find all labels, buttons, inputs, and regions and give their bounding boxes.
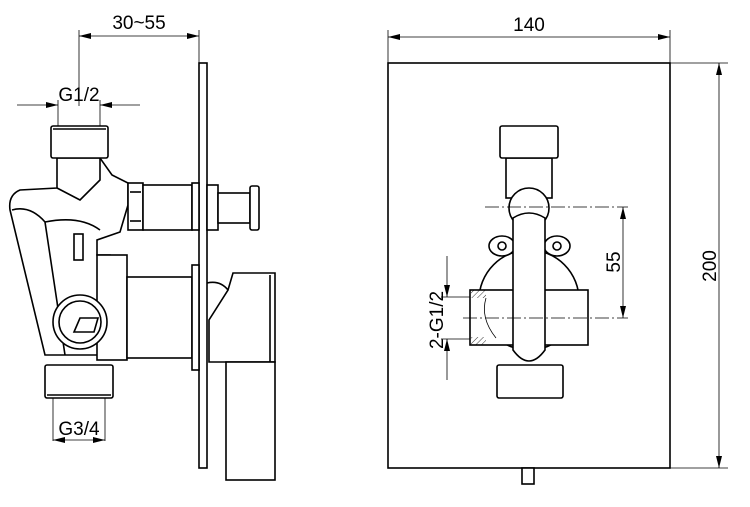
depth-dimension-label: 30~55 (112, 13, 165, 34)
bottom-outlet-nut (44, 364, 114, 399)
ports-dimension-label: 2-G1/2 (427, 291, 448, 349)
side-view: 30~55 G1/2 G3/4 (8, 13, 276, 481)
front-view: 140 200 55 2-G1/2 (387, 15, 728, 485)
bypass-tube (512, 212, 546, 362)
cover-plate (198, 62, 208, 469)
top-inlet-dimension-label: G1/2 (58, 85, 99, 106)
diverter-knob (249, 185, 260, 231)
height-dimension-label: 200 (700, 250, 721, 282)
top-inlet-nut (50, 125, 109, 159)
handle-lever (225, 361, 276, 481)
handle (206, 272, 276, 363)
width-dimension-label: 140 (513, 15, 545, 36)
front-bottom-nut (496, 364, 564, 399)
front-top-nut (499, 125, 559, 159)
diverter-stem (217, 192, 251, 224)
outlet-port (52, 294, 108, 350)
center-distance-label: 55 (604, 251, 625, 272)
bottom-outlet-dimension-label: G3/4 (58, 419, 100, 440)
